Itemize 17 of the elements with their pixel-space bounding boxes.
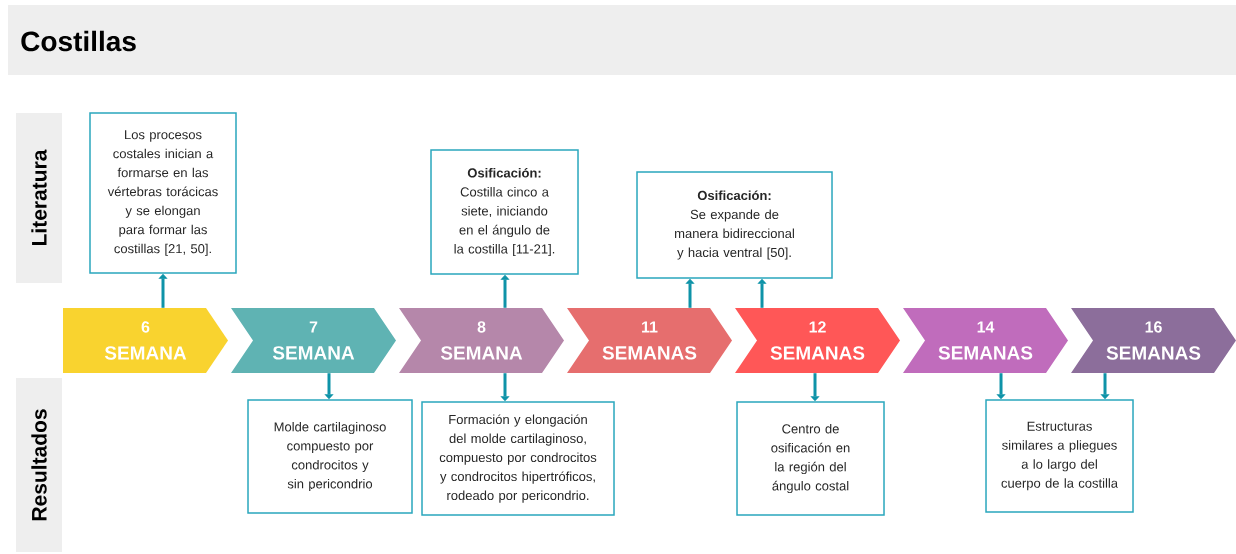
- timeline-stage: 14 SEMANAS: [903, 308, 1068, 373]
- timeline-stage: 12 SEMANAS: [735, 308, 900, 373]
- row-label: Literatura: [16, 113, 62, 283]
- text-box: Los procesos costales inician a formarse en las vértebras torácicas y se elongan para formar las costillas [21, 50].: [89, 112, 237, 274]
- timeline-stage: 16 SEMANAS: [1071, 308, 1236, 373]
- text-box: Osificación: Se expande de manera bidireccional y hacia ventral [50].: [636, 171, 833, 279]
- text-box: Formación y elongación del molde cartilaginoso, compuesto por condrocitos y condrocitos hipertróficos, rodeado por pericondrio.: [421, 401, 615, 516]
- title-bar: Costillas: [8, 5, 1236, 75]
- timeline-stage: 11 SEMANAS: [567, 308, 732, 373]
- timeline-stage: 7 SEMANA: [231, 308, 396, 373]
- text-box: Molde cartilaginoso compuesto por condrocitos y sin pericondrio: [247, 399, 413, 514]
- timeline-stage: 8 SEMANA: [399, 308, 564, 373]
- text-box: Centro de osificación en la región del ángulo costal: [736, 401, 885, 516]
- text-box: Osificación: Costilla cinco a siete, iniciando en el ángulo de la costilla [11-21].: [430, 149, 579, 275]
- text-box: Estructuras similares a pliegues a lo largo del cuerpo de la costilla: [985, 399, 1134, 513]
- row-label: Resultados: [16, 378, 62, 552]
- timeline-stage: 6 SEMANA: [63, 308, 228, 373]
